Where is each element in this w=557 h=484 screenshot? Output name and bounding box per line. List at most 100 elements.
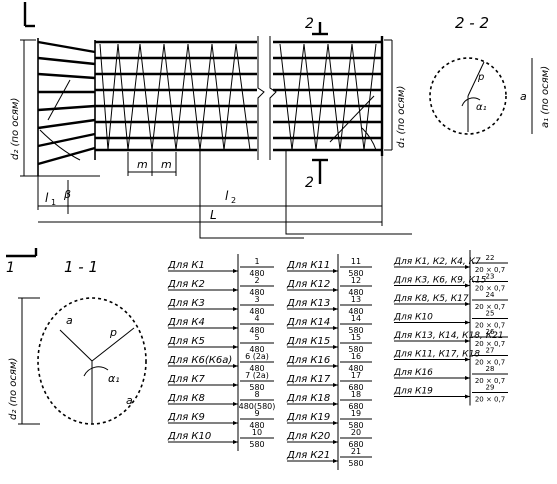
row-pos: 7 (2a)	[245, 371, 269, 380]
a-label-1-1: a	[66, 314, 73, 327]
table-row: Для К12 12 480	[286, 276, 372, 297]
row-name: Для К13	[286, 298, 330, 309]
row-name: Для К1	[167, 260, 205, 271]
d2-side-label: d₂ (по осям)	[10, 98, 21, 160]
row-len: 680	[348, 383, 363, 392]
spiral-stirrup	[99, 43, 377, 151]
row-name: Для К7	[167, 374, 205, 385]
row-len: 480(580)	[239, 402, 276, 411]
row-pos: 1	[254, 257, 259, 266]
row-pos: 23	[486, 273, 495, 281]
row-pos: 18	[351, 390, 361, 399]
row-pos: 12	[351, 276, 361, 285]
row-name: Для К18	[286, 393, 330, 404]
row-name: Для К17	[286, 374, 331, 385]
row-name: Для К16	[286, 355, 330, 366]
row-name: Для К8, К5, К17	[393, 294, 469, 304]
a1-side-label: a₁ (по осям)	[540, 66, 551, 128]
section-2-2-title: 2 - 2	[455, 14, 489, 32]
row-len: 20 × 0,7	[475, 285, 505, 293]
longitudinal-bars	[95, 40, 382, 152]
cage-elevation: 2 2 m m l 1 l 2 L β	[10, 2, 412, 239]
pitch-dimension: m m	[127, 152, 177, 176]
row-len: 480	[249, 364, 264, 373]
row-pos: 22	[486, 254, 495, 262]
table-row: Для К11 11 580	[286, 257, 372, 278]
row-pos: 25	[486, 310, 495, 318]
row-name: Для К9	[167, 412, 205, 423]
row-name: Для К20	[286, 431, 330, 442]
row-name: Для К5	[167, 336, 205, 347]
row-name: Для К12	[286, 279, 330, 290]
row-pos: 29	[486, 384, 495, 392]
table-row: Для К6(К6а)6 (2a)480	[167, 352, 274, 373]
row-len: 580	[348, 459, 363, 468]
section-1-1: 1 1 - 1 p α₁ a a d₂ (по осям)	[6, 248, 147, 425]
row-name: Для К15	[286, 336, 330, 347]
row-pos: 11	[351, 257, 361, 266]
section-1-1-title: 1 - 1	[64, 258, 98, 276]
row-name: Для К4	[167, 317, 205, 328]
table-row: Для К7 7 (2a) 580	[167, 371, 274, 392]
row-len: 480	[249, 326, 264, 335]
radius-p-2-2: p	[477, 72, 484, 83]
row-name: Для К3	[167, 298, 205, 309]
table-row: Для К9 9 480	[167, 409, 274, 430]
row-pos: 6 (2a)	[245, 352, 269, 361]
row-name: Для К13, К14, К18, К21	[393, 331, 504, 341]
row-len: 580	[348, 421, 363, 430]
row-pos: 4	[254, 314, 259, 323]
pitch-m-2: m	[161, 158, 172, 171]
len-L-label: L	[210, 208, 217, 222]
row-name: Для К1, К2, К4, К7	[393, 257, 481, 267]
row-pos: 14	[351, 314, 361, 323]
len-l1-sub: 1	[51, 198, 56, 207]
row-len: 580	[348, 269, 363, 278]
row-len: 480	[249, 288, 264, 297]
row-name: Для К10	[167, 431, 211, 442]
row-pos: 16	[351, 352, 361, 361]
row-len: 20 × 0,7	[475, 396, 505, 404]
row-pos: 13	[351, 295, 361, 304]
a-right-label: a	[520, 90, 527, 103]
table-row: Для К1 1 480	[167, 257, 274, 278]
row-pos: 9	[254, 409, 259, 418]
row-pos: 21	[351, 447, 361, 456]
alpha1-2-2: α₁	[476, 102, 487, 113]
section-2-bottom-label: 2	[305, 175, 314, 191]
row-len: 480	[249, 307, 264, 316]
table-row: Для К10 25 20 × 0,7	[393, 310, 508, 330]
row-pos: 2	[254, 276, 259, 285]
row-name: Для К10	[393, 313, 433, 323]
alpha1-1-1: α₁	[108, 372, 120, 385]
row-len: 480	[348, 288, 363, 297]
row-pos: 26	[486, 328, 495, 336]
row-pos: 8	[254, 390, 259, 399]
table-row: Для К4 4 480	[167, 314, 274, 335]
row-len: 480	[249, 269, 264, 278]
len-l2-sub: 2	[231, 196, 236, 205]
row-len: 580	[249, 383, 264, 392]
row-len: 20 × 0,7	[475, 322, 505, 330]
len-l2-label: l	[225, 189, 229, 203]
row-len: 480	[249, 421, 264, 430]
row-name: Для К3, К6, К9, К15	[393, 276, 487, 286]
row-name: Для К11	[286, 260, 330, 271]
section-2-2: 2 - 2 p α₁ a a₁ (по осям)	[429, 14, 551, 135]
row-pos: 20	[351, 428, 361, 437]
